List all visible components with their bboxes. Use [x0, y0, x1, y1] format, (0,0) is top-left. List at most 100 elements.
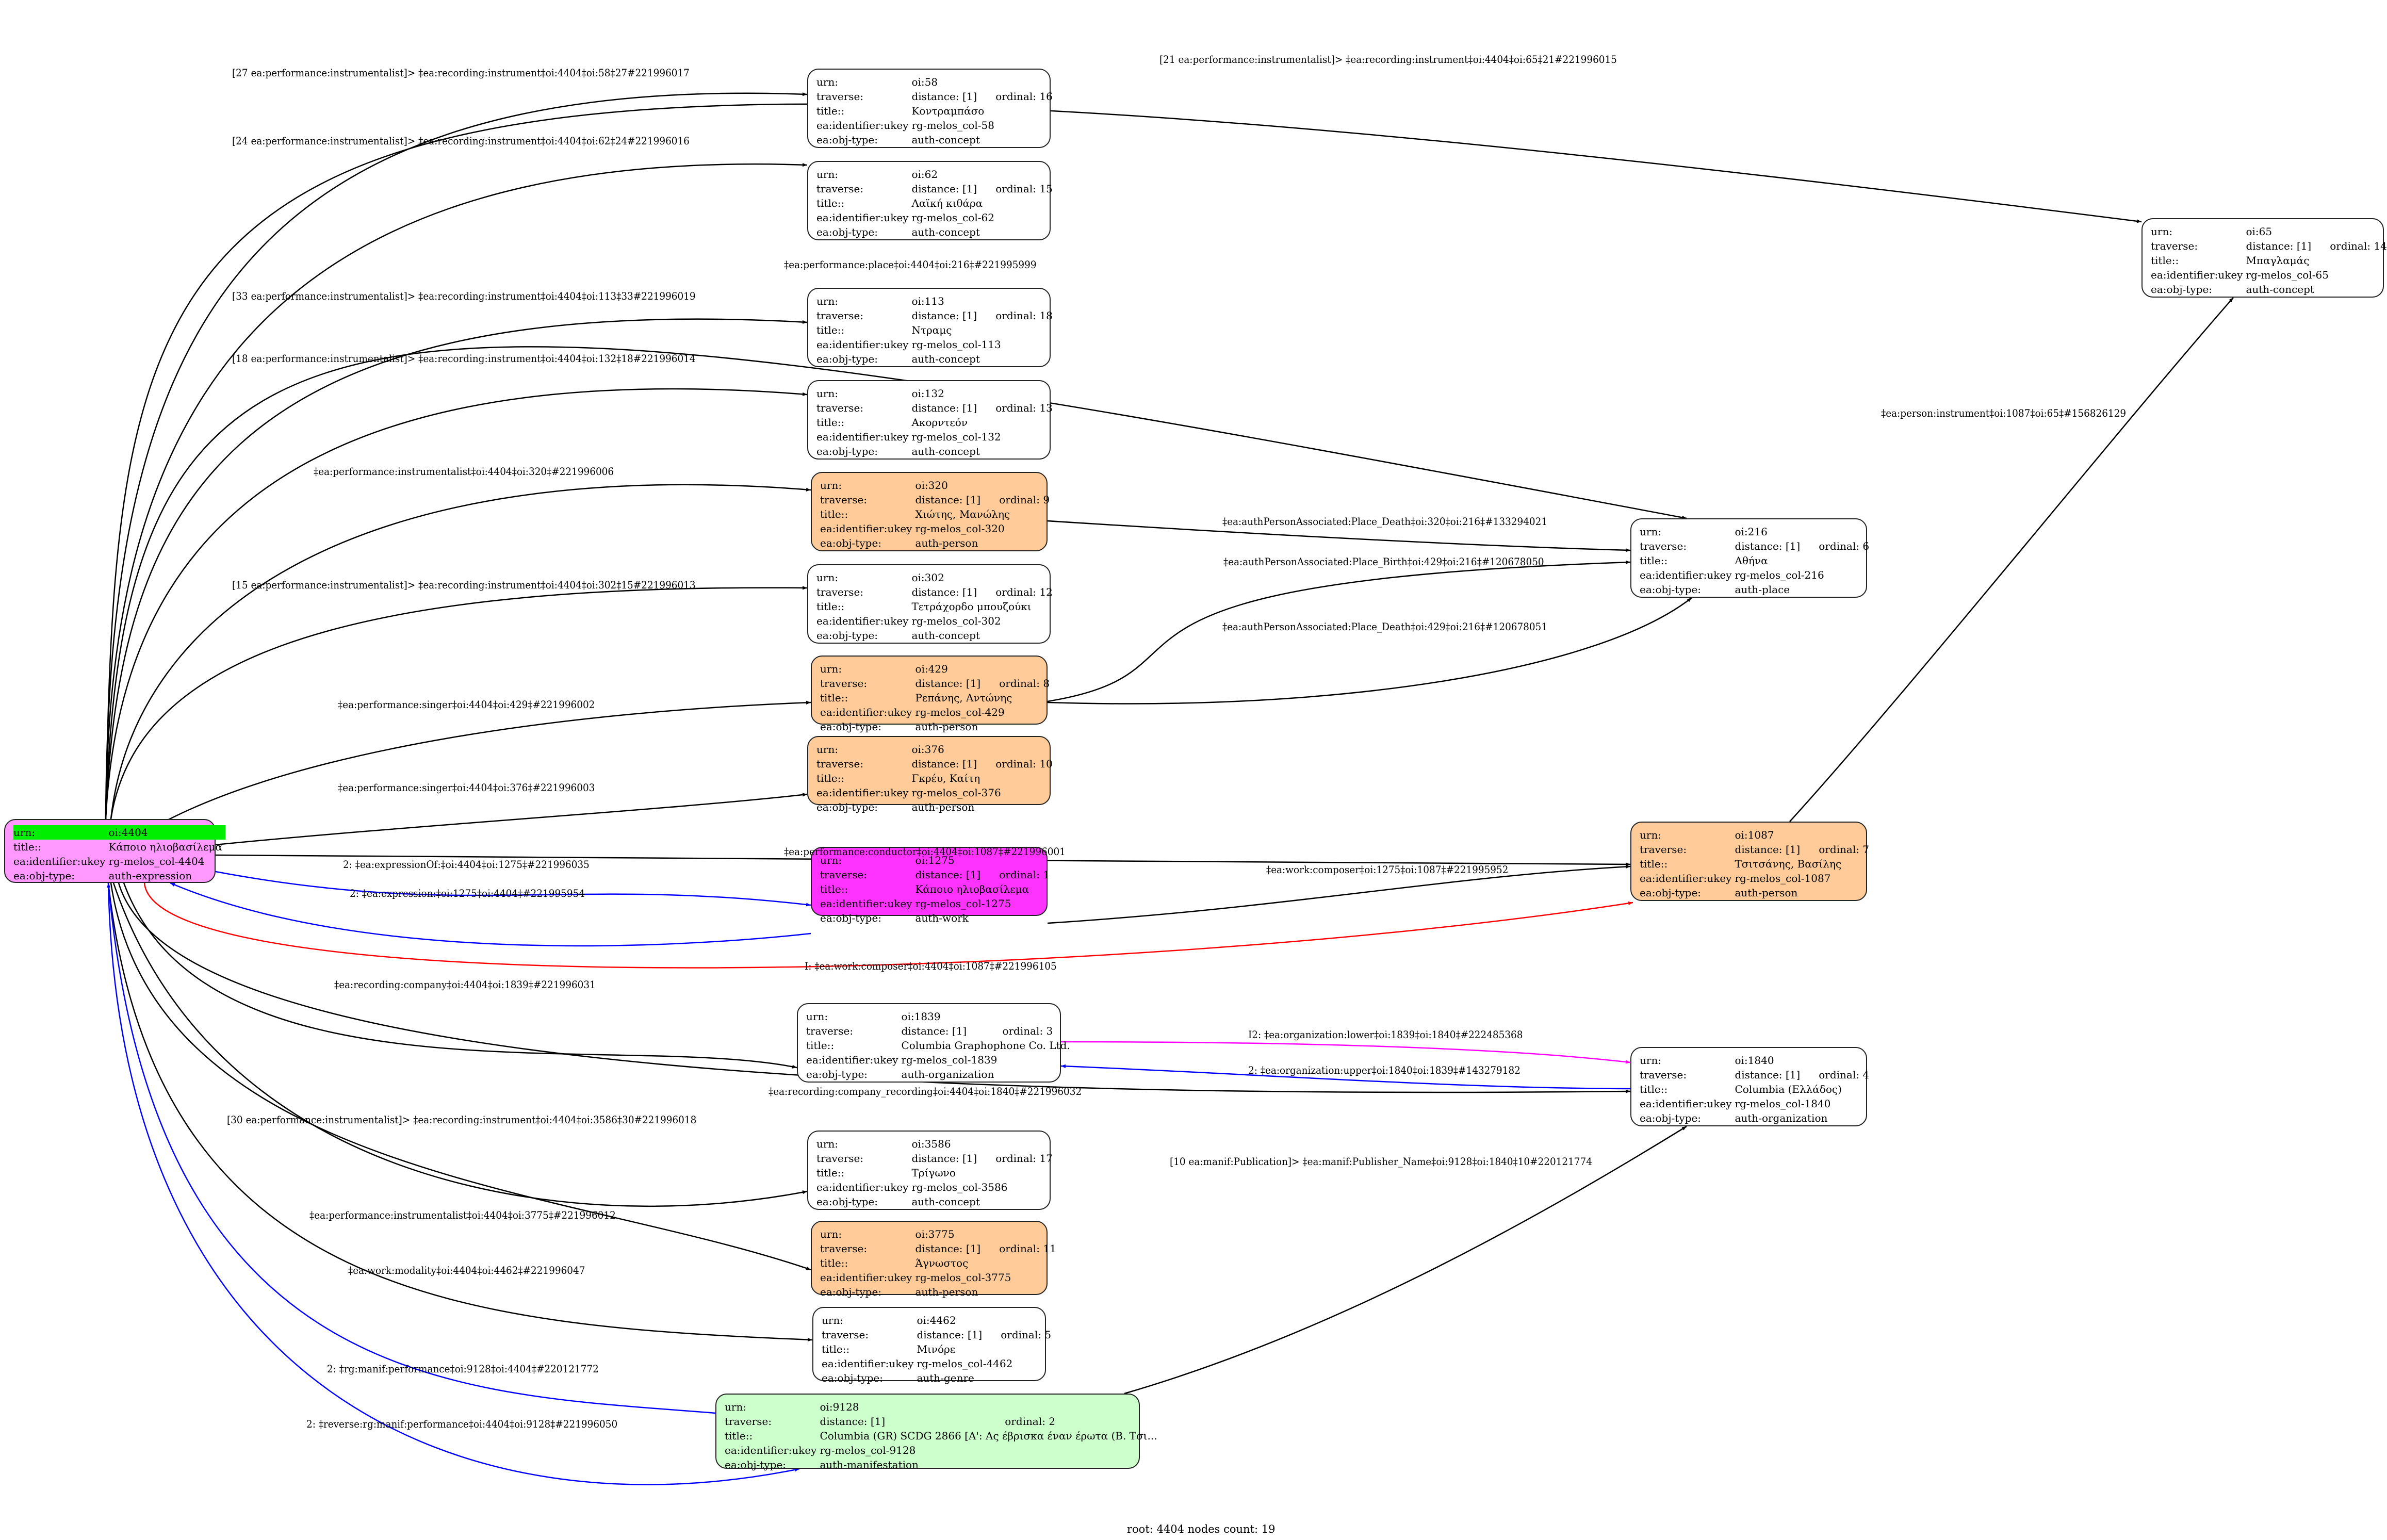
node-distance: distance: [1] [820, 1415, 886, 1428]
node-field-label: ea:obj-type: [816, 134, 878, 146]
node-field-label: traverse: [816, 586, 864, 598]
node-distance: distance: [1] [901, 1025, 967, 1037]
node-field-label: ea:identifier:ukey [816, 338, 909, 351]
node-field-label: urn: [2151, 225, 2173, 238]
node-field-value-urn: oi:4404 [108, 825, 225, 840]
node-field-label: traverse: [820, 1242, 868, 1255]
node-row-objtype: ea:obj-type:auth-concept [816, 444, 1056, 458]
edge-4404-to-132 [105, 388, 808, 820]
node-row-title: title::Columbia (Ελλάδος) [1640, 1082, 1872, 1096]
node-field-label: ea:identifier:ukey [816, 211, 909, 224]
node-row-title: title::Ρεπάνης, Αντώνης [820, 691, 1053, 705]
node-row-urn: urn:oi:1840 [1640, 1053, 1872, 1068]
node-row-urn: urn:oi:320 [820, 478, 1053, 493]
node-field-label: title:: [820, 692, 848, 704]
node-field-label: ea:obj-type: [13, 870, 75, 882]
edge-4404-to-1087 [143, 882, 1633, 969]
node-field-label: urn: [1640, 1054, 1662, 1067]
node-field-value-urn: oi:376 [911, 743, 944, 756]
edge-label: 2: ‡ea:expression:‡oi:1275‡oi:4404‡#2219… [350, 887, 585, 899]
node-field-label: traverse: [820, 677, 868, 690]
node-field-value-title: Κάποιο ηλιοβασίλεμα [108, 841, 222, 853]
node-field-label: title:: [725, 1430, 753, 1442]
node-row-urn: urn:oi:3586 [816, 1137, 1056, 1151]
node-field-label: title:: [816, 600, 845, 613]
node-field-label: traverse: [725, 1415, 772, 1428]
edge-4404-to-1087 [215, 854, 1631, 866]
node-field-value-ukey: rg-melos_col-1087 [1735, 872, 1831, 884]
node-field-value-urn: oi:132 [911, 387, 944, 400]
node-field-value-title: Τρίγωνο [911, 1167, 956, 1179]
node-field-value-title: Τσιτσάνης, Βασίλης [1735, 858, 1842, 870]
node-ordinal: ordinal: 5 [1001, 1329, 1052, 1341]
edge-4404-to-65 [105, 103, 2142, 820]
node-field-label: ea:identifier:ukey [816, 1181, 909, 1193]
node-field-label: urn: [820, 479, 842, 492]
node-field-value-urn: oi:58 [911, 76, 938, 88]
node-distance: distance: [1] [915, 1242, 981, 1255]
node-row-traverse: traverse:distance: [1]ordinal: 11 [820, 1241, 1059, 1256]
edge-label: ‡ea:work:composer‡oi:1275‡oi:1087‡#22199… [1266, 863, 1509, 876]
node-field-value-objtype: auth-organization [1735, 1112, 1828, 1124]
edge-label: ‡ea:recording:company‡oi:4404‡oi:1839‡#2… [334, 978, 596, 991]
node-field-value-title: Κοντραμπάσο [911, 105, 985, 117]
node-field-value-urn: oi:302 [911, 571, 944, 584]
node-row-traverse: traverse:distance: [1]ordinal: 9 [820, 493, 1053, 507]
node-field-label: ea:obj-type: [816, 1195, 878, 1208]
node-field-value-title: Columbia Graphophone Co. Ltd. [901, 1039, 1070, 1052]
node-field-label: traverse: [2151, 240, 2198, 252]
node-field-label: urn: [725, 1401, 747, 1413]
node-field-value-objtype: auth-concept [911, 226, 980, 238]
node-field-value-objtype: auth-concept [911, 445, 980, 457]
node-row-traverse: traverse:distance: [1]ordinal: 13 [816, 401, 1056, 415]
edge-label: [27 ea:performance:instrumentalist]> ‡ea… [232, 67, 690, 79]
node-field-label: ea:identifier:ukey [820, 1271, 912, 1284]
node-distance: distance: [1] [911, 758, 977, 770]
node-distance: distance: [1] [911, 1152, 977, 1165]
node-row-urn: urn:oi:4462 [822, 1313, 1054, 1328]
node-row-title: title::Ακορντεόν [816, 415, 1056, 430]
edge-label: [15 ea:performance:instrumentalist]> ‡ea… [232, 579, 696, 591]
node-field-value-objtype: auth-place [1735, 583, 1790, 596]
node-row-title: title::Γκρέυ, Καίτη [816, 771, 1056, 785]
node-field-label: ea:identifier:ukey [816, 119, 909, 132]
node-field-label: ea:obj-type: [725, 1459, 787, 1471]
node-row-objtype: ea:obj-type:auth-person [816, 800, 1056, 814]
node-distance: distance: [1] [915, 869, 981, 881]
node-row-traverse: traverse:distance: [1]ordinal: 3 [806, 1024, 1073, 1038]
node-row-objtype: ea:obj-type:auth-person [1640, 886, 1872, 900]
node-field-value-ukey: rg-melos_col-1275 [915, 897, 1011, 910]
node-field-label: urn: [820, 854, 842, 866]
node-ordinal: ordinal: 18 [995, 309, 1053, 322]
node-field-label: ea:obj-type: [816, 629, 878, 642]
edge-label: I2: ‡ea:organization:lower‡oi:1839‡oi:18… [1248, 1028, 1523, 1041]
